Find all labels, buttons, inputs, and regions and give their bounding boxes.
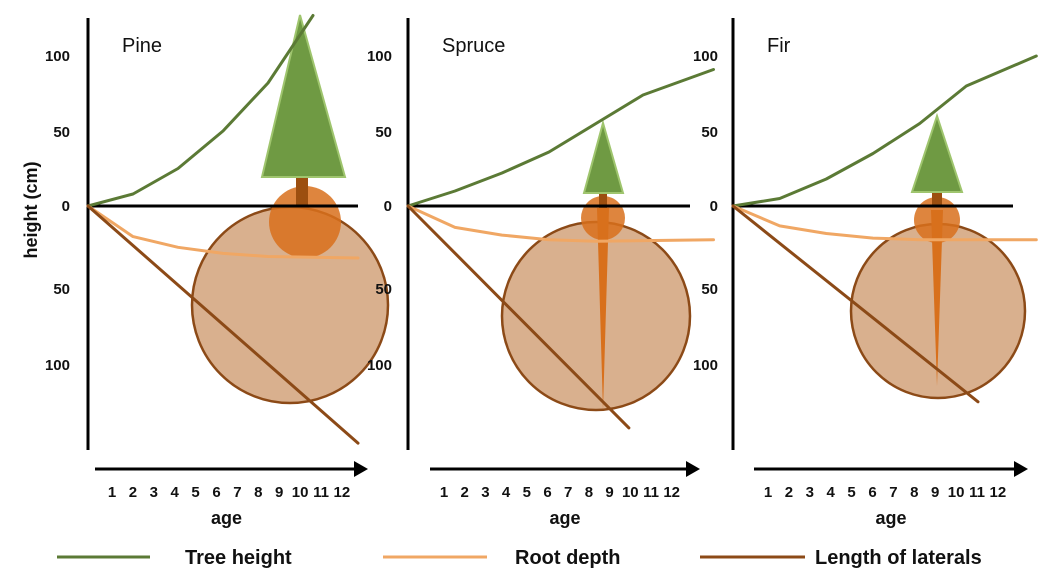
tree-trunk	[932, 192, 942, 207]
y-tick-label: 0	[62, 198, 70, 215]
tree-crown	[910, 112, 964, 193]
root-zone-circle	[500, 220, 692, 412]
x-tick-label: 7	[233, 484, 241, 501]
taproot	[931, 210, 943, 386]
tree-crown	[582, 119, 625, 194]
y-tick-label: 50	[375, 281, 392, 298]
x-tick-label: 2	[785, 484, 793, 501]
x-tick-label: 4	[502, 484, 511, 501]
root-depth-line	[406, 204, 715, 243]
x-axis-arrowhead	[686, 461, 700, 477]
x-tick-label: 3	[481, 484, 489, 501]
root-core	[269, 186, 341, 258]
legend: Tree height Root depth Length of laterals	[57, 547, 982, 569]
x-tick-label: 11	[969, 484, 985, 501]
y-tick-label: 50	[53, 124, 70, 141]
tree-height-line	[86, 14, 315, 208]
tree-trunk	[296, 177, 308, 207]
x-tick-label: 7	[564, 484, 572, 501]
x-tick-label: 10	[948, 484, 965, 501]
y-tick-label: 100	[367, 357, 392, 374]
x-tick-label: 9	[605, 484, 613, 501]
x-tick-label: 6	[868, 484, 876, 501]
y-tick-label: 50	[701, 281, 718, 298]
x-tick-label: 4	[827, 484, 836, 501]
root-depth-line	[86, 204, 360, 260]
y-tick-label: 100	[45, 48, 70, 65]
x-tick-label: 10	[622, 484, 639, 501]
x-tick-label: 6	[212, 484, 220, 501]
x-tick-label: 4	[171, 484, 180, 501]
y-axis-label: height (cm)	[21, 161, 41, 258]
x-axis-label: age	[211, 508, 242, 528]
tree-height-line	[731, 54, 1038, 208]
panel-title: Pine	[122, 35, 162, 57]
laterals-line	[406, 204, 631, 430]
y-tick-label: 50	[701, 124, 718, 141]
x-tick-label: 2	[129, 484, 137, 501]
y-tick-label: 50	[53, 281, 70, 298]
legend-label: Root depth	[515, 547, 621, 569]
x-tick-label: 8	[585, 484, 593, 501]
legend-label: Length of laterals	[815, 547, 982, 569]
legend-label: Tree height	[185, 547, 292, 569]
x-tick-label: 1	[108, 484, 116, 501]
y-tick-label: 100	[693, 48, 718, 65]
tree-height-line	[406, 68, 715, 208]
x-tick-label: 6	[543, 484, 551, 501]
x-axis-arrowhead	[1014, 461, 1028, 477]
x-tick-label: 1	[440, 484, 448, 501]
x-tick-label: 2	[461, 484, 469, 501]
y-tick-label: 0	[384, 198, 392, 215]
panel-title: Spruce	[442, 35, 505, 57]
root-depth-line	[731, 204, 1038, 242]
x-axis-label: age	[549, 508, 580, 528]
laterals-line	[731, 204, 980, 404]
panel-title: Fir	[767, 35, 791, 57]
y-tick-label: 100	[693, 357, 718, 374]
x-tick-label: 9	[275, 484, 283, 501]
tree-trunk	[599, 193, 607, 208]
x-tick-label: 5	[847, 484, 855, 501]
x-tick-label: 3	[806, 484, 814, 501]
x-tick-label: 8	[910, 484, 918, 501]
y-tick-label: 50	[375, 124, 392, 141]
x-tick-label: 11	[313, 484, 329, 501]
x-tick-label: 11	[643, 484, 659, 501]
x-tick-label: 8	[254, 484, 262, 501]
y-tick-label: 0	[710, 198, 718, 215]
taproot	[597, 208, 609, 410]
x-tick-label: 5	[523, 484, 531, 501]
x-axis-arrowhead	[354, 461, 368, 477]
x-tick-label: 10	[292, 484, 309, 501]
y-tick-label: 100	[367, 48, 392, 65]
x-tick-label: 12	[990, 484, 1007, 501]
tree-crown	[260, 14, 347, 178]
x-tick-label: 1	[764, 484, 772, 501]
x-tick-label: 7	[889, 484, 897, 501]
x-axis-label: age	[875, 508, 906, 528]
x-tick-label: 9	[931, 484, 939, 501]
y-tick-label: 100	[45, 357, 70, 374]
laterals-line	[86, 204, 360, 445]
x-tick-label: 3	[150, 484, 158, 501]
x-tick-label: 12	[334, 484, 351, 501]
x-tick-label: 12	[663, 484, 680, 501]
x-tick-label: 5	[191, 484, 199, 501]
